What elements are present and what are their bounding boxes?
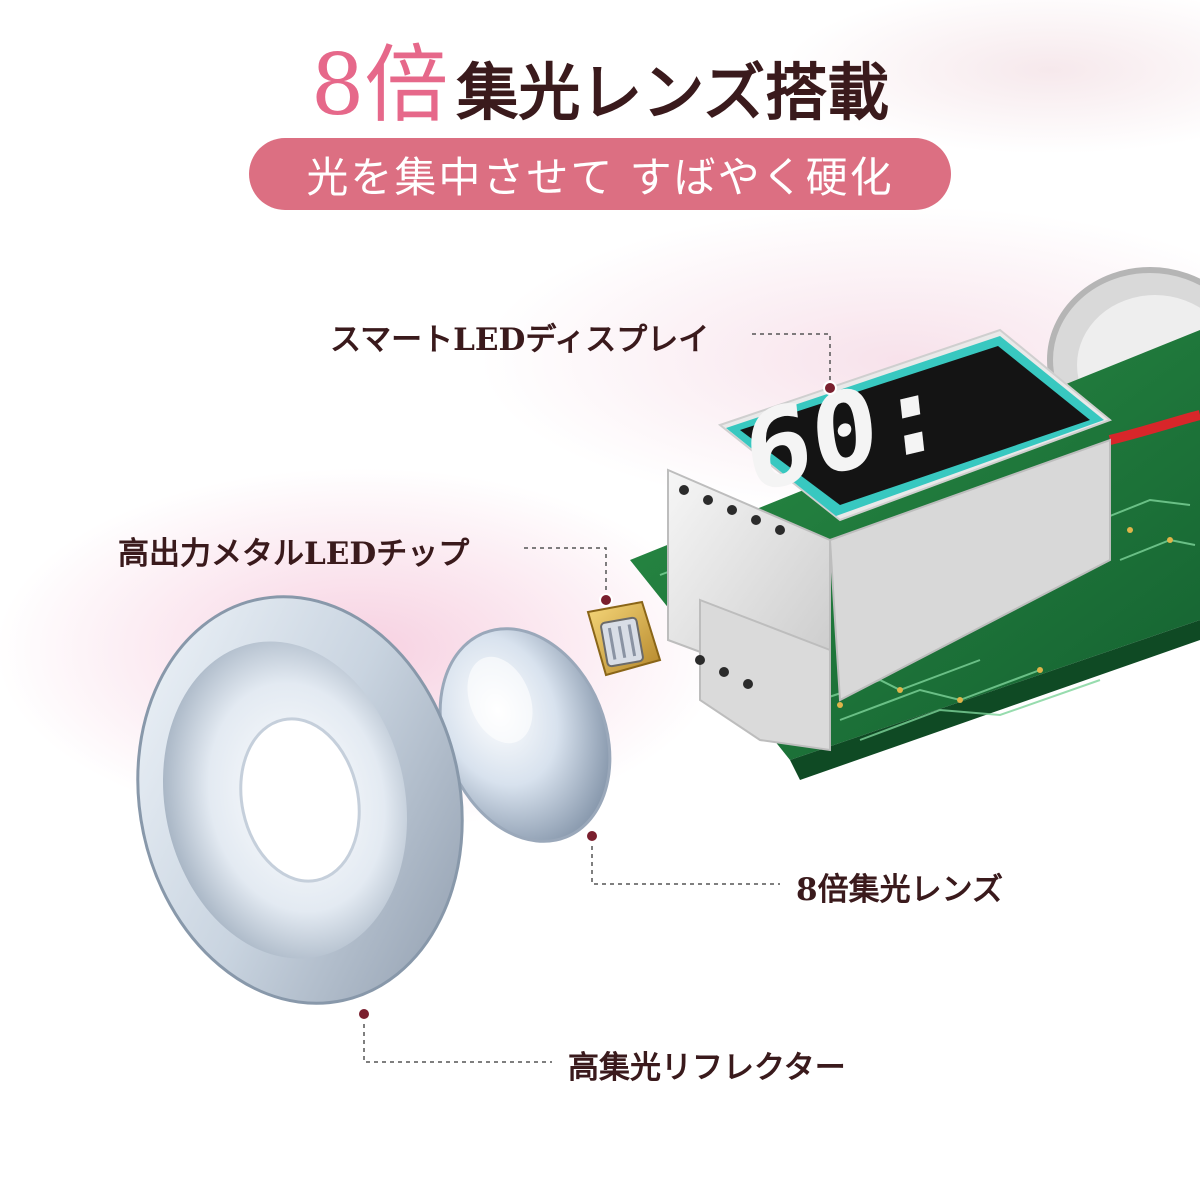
callout-display: スマートLEDディスプレイ xyxy=(330,322,710,358)
headline: 8倍集光レンズ搭載 xyxy=(0,18,1200,139)
reflector-leader xyxy=(363,1016,552,1063)
callout-reflector: 高集光リフレクター xyxy=(568,1050,846,1086)
led-chip xyxy=(586,600,662,677)
callout-chip: 高出力メタルLEDチップ xyxy=(118,536,470,572)
callout-lines xyxy=(363,333,831,1063)
lens-leader xyxy=(591,838,780,885)
subtitle-text: 光を集中させて すばやく硬化 xyxy=(306,152,894,202)
callout-dots xyxy=(357,381,837,1021)
display-leader xyxy=(752,333,831,386)
chip-leader xyxy=(524,547,607,600)
callout-lens: 8倍集光レンズ xyxy=(796,872,1003,908)
headline-main: 集光レンズ搭載 xyxy=(456,56,890,129)
reflector-ring xyxy=(136,595,464,1005)
focusing-lens xyxy=(438,627,612,843)
headline-accent: 8倍 xyxy=(310,36,449,134)
subtitle-pill: 光を集中させて すばやく硬化 xyxy=(249,138,951,210)
